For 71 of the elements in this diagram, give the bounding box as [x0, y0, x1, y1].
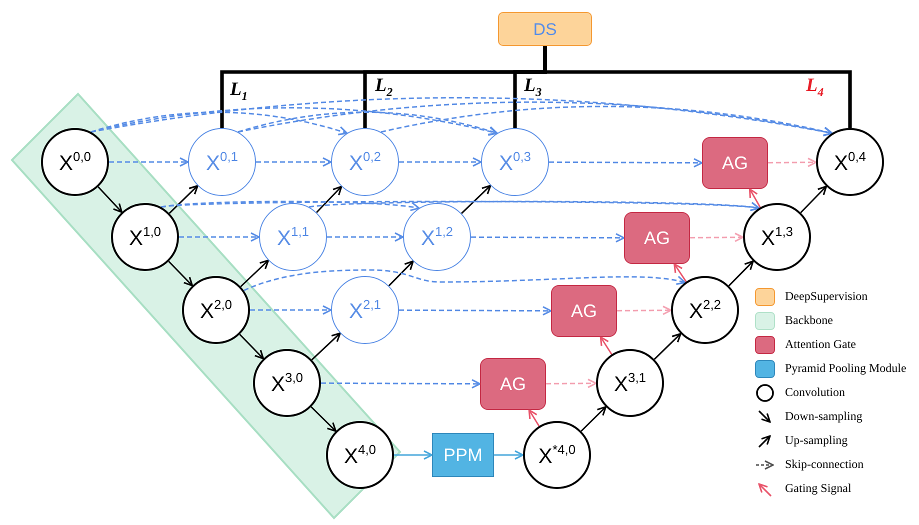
arrow — [240, 260, 270, 288]
skip-connection-arrow — [399, 306, 552, 316]
arrow — [600, 336, 612, 355]
convolution-node: X$^{2,1}$ — [331, 276, 399, 344]
legend-label: Skip-connection — [785, 458, 864, 470]
skip-connection-arrow — [399, 157, 482, 167]
skip-connection-arrow — [380, 106, 833, 136]
legend-label: Convolution — [785, 386, 846, 398]
legend-label: Up-sampling — [785, 434, 848, 446]
arrow — [316, 186, 342, 213]
arrow — [674, 263, 687, 282]
legend-label: DeepSupervision — [785, 290, 868, 302]
convolution-node: X$^{0,2}$ — [331, 128, 399, 196]
skip-connection-arrow — [250, 305, 332, 315]
arrow — [580, 406, 607, 432]
legend-label: Gating Signal — [785, 482, 852, 494]
arrow — [310, 406, 337, 432]
legend-label: Attention Gate — [785, 338, 856, 350]
arrow — [528, 409, 540, 426]
convolution-node: X$^{3,1}$ — [596, 349, 664, 417]
edge-label: L$_{4}$ — [806, 76, 824, 98]
arrow — [311, 332, 341, 360]
skip-connection-arrow — [546, 378, 597, 388]
edge-label: L$_{2}$ — [375, 76, 393, 98]
legend-label: Pyramid Pooling Module — [785, 362, 906, 374]
deep-supervision-box: DS — [498, 12, 592, 46]
convolution-node: X$^{*4,0}$ — [523, 421, 591, 489]
skip-connection-arrow — [160, 200, 420, 212]
attention-gate-box: AG — [551, 285, 617, 337]
attention-gate-box: AG — [480, 358, 546, 410]
convolution-node: X$^{2,2}$ — [671, 276, 739, 344]
attention-gate-box: AG — [624, 212, 690, 264]
legend-label: Backbone — [785, 314, 833, 326]
skip-connection-arrow — [179, 232, 260, 242]
skip-connection-arrow — [308, 200, 760, 212]
convolution-node: X$^{0,4}$ — [816, 128, 884, 196]
arrow — [460, 184, 492, 214]
skip-connection-arrow — [109, 157, 189, 167]
skip-connection-arrow — [90, 112, 348, 136]
skip-connection-arrow — [244, 269, 686, 292]
arrow — [168, 184, 198, 214]
skip-connection-arrow — [617, 306, 672, 316]
edge-label: L$_{3}$ — [524, 76, 542, 98]
arrow — [494, 450, 524, 460]
convolution-node: X$^{1,1}$ — [259, 203, 327, 271]
arrow — [394, 450, 433, 460]
arrow — [168, 260, 194, 286]
arrow — [748, 188, 761, 208]
skip-connection-arrow — [321, 379, 481, 389]
arrow — [654, 332, 682, 360]
skip-connection-arrow — [471, 233, 625, 243]
arrow — [728, 260, 754, 286]
skip-connection-arrow — [327, 232, 404, 242]
supervision-line — [543, 46, 852, 128]
convolution-node: X$^{0,1}$ — [188, 128, 256, 196]
skip-connection-arrow — [768, 158, 817, 168]
legend-label: Down-sampling — [785, 410, 862, 422]
attention-gate-box: AG — [702, 137, 768, 189]
convolution-node: X$^{1,3}$ — [743, 203, 811, 271]
skip-connection-arrow — [549, 158, 703, 168]
arrow — [98, 186, 123, 213]
pyramid-pooling-box: PPM — [432, 433, 494, 477]
skip-connection-arrow — [238, 111, 498, 136]
arrow — [800, 186, 828, 214]
skip-connection-arrow — [256, 157, 332, 167]
skip-connection-arrow — [690, 232, 744, 242]
arrow — [388, 260, 414, 286]
edge-label: L$_{1}$ — [230, 80, 248, 102]
arrow — [239, 334, 264, 360]
convolution-node: X$^{0,3}$ — [481, 128, 549, 196]
convolution-node: X$^{1,2}$ — [403, 203, 471, 271]
